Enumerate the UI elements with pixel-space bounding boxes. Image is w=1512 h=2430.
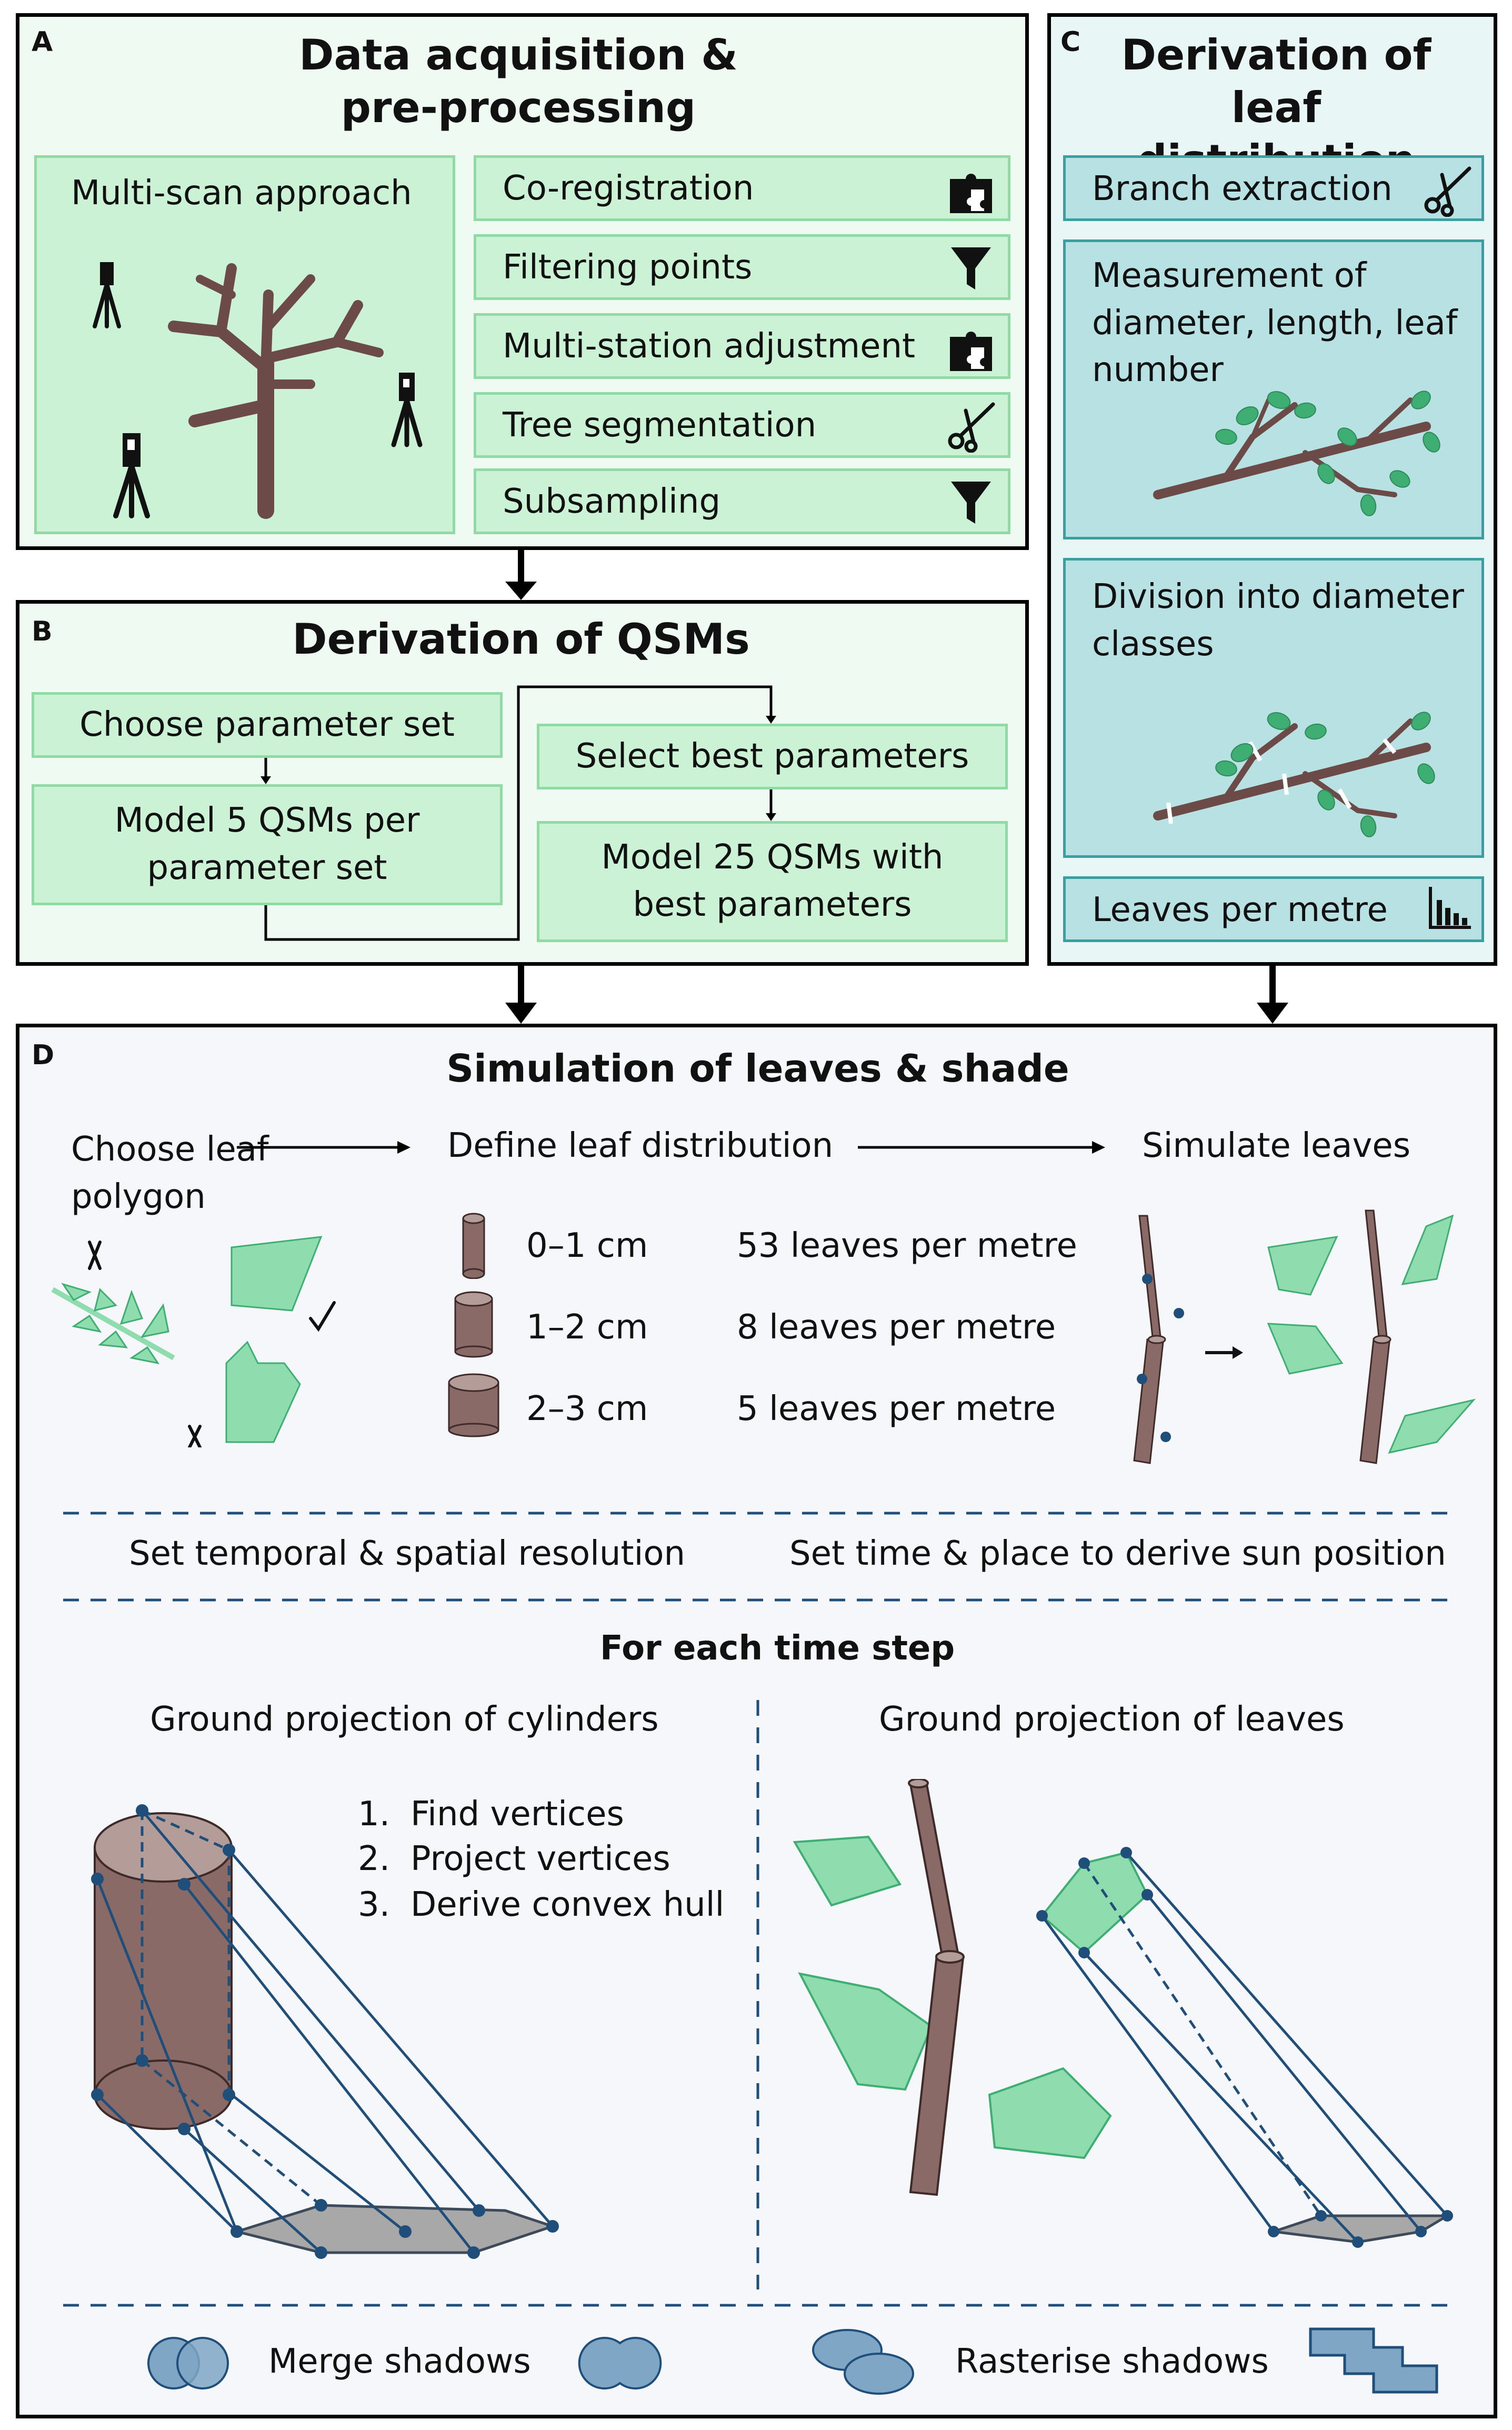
division-box (1063, 558, 1484, 858)
step-number: 2. (358, 1839, 390, 1878)
puzzle-icon (950, 332, 992, 371)
cylinder-projection-illustration (91, 1804, 559, 2259)
step-tree-segmentation: Tree segmentation (474, 392, 1010, 458)
choose-leaf-polygon-label: Choose leaf polygon (71, 1130, 269, 1216)
step-number: 1. (358, 1795, 390, 1834)
multi-scan-label: Multi-scan approach (71, 174, 412, 213)
tree-scanners-illustration (93, 262, 423, 519)
overlapping-shadows-icon (147, 2337, 229, 2389)
for-each-time-step-label: For each time step (600, 1629, 955, 1668)
panel-d-letter: D (32, 1039, 55, 1071)
scissors-icon (1424, 166, 1471, 217)
cylinder-small-icon (462, 1213, 485, 1279)
branch-diameter-classes-illustration (1153, 712, 1435, 837)
step-subsampling: Subsampling (474, 468, 1010, 534)
ellipse-shadows-icon (812, 2329, 914, 2395)
class-range: 2–3 cm (526, 1389, 648, 1428)
step-number: 3. (358, 1885, 390, 1924)
ground-projection-leaves-label: Ground projection of leaves (879, 1700, 1345, 1739)
leaves-per-metre-box: Leaves per metre (1063, 876, 1484, 942)
class-count: 5 leaves per metre (737, 1389, 1056, 1428)
class-count: 53 leaves per metre (737, 1226, 1077, 1265)
step-filtering-points: Filtering points (474, 234, 1010, 300)
puzzle-icon (950, 174, 992, 213)
panel-d-title: Simulation of leaves & shade (446, 1046, 1069, 1091)
class-count: 8 leaves per metre (737, 1308, 1056, 1347)
branch-extraction-box: Branch extraction (1063, 155, 1484, 221)
cylinder-medium-icon (454, 1291, 493, 1358)
set-time-place-label: Set time & place to derive sun position (789, 1534, 1446, 1573)
cylinder-large-icon (448, 1373, 499, 1437)
branch-extraction-label: Branch extraction (1092, 169, 1393, 208)
scissors-icon (948, 402, 995, 453)
select-best-parameters-box: Select best parameters (537, 724, 1008, 789)
merge-shadows-label: Merge shadows (268, 2342, 531, 2381)
leaf-polygon-options-illustration (51, 1236, 336, 1447)
step-co-registration: Co-registration (474, 155, 1010, 221)
leaves-per-metre-label: Leaves per metre (1092, 891, 1388, 929)
panel-b-title: Derivation of QSMs (292, 615, 750, 664)
filter-icon (951, 247, 991, 289)
step-text: Find vertices (410, 1795, 624, 1834)
branch-with-leaves-illustration (1153, 391, 1440, 516)
define-leaf-distribution-label: Define leaf distribution (447, 1126, 834, 1165)
rasterise-shadows-label: Rasterise shadows (955, 2342, 1269, 2381)
model-25-qsms-box: Model 25 QSMs with best parameters (537, 821, 1008, 942)
panel-a-letter: A (32, 26, 53, 58)
ground-projection-cylinders-label: Ground projection of cylinders (150, 1700, 659, 1739)
model-5-qsms-box: Model 5 QSMs per parameter set (32, 784, 503, 905)
measurement-box (1063, 239, 1484, 539)
panel-c-letter: C (1060, 26, 1081, 58)
class-range: 0–1 cm (526, 1226, 648, 1265)
leaf-projection-illustration (793, 1779, 1453, 2248)
step-label: Tree segmentation (503, 405, 817, 445)
step-label: Subsampling (503, 482, 721, 521)
simulate-leaves-illustration (1133, 1209, 1476, 1464)
panel-a-title: Data acquisition & pre-processing (299, 31, 738, 132)
panel-b-letter: B (32, 616, 53, 647)
class-range: 1–2 cm (526, 1308, 648, 1347)
model-25-qsms-label: Model 25 QSMs with best parameters (601, 838, 944, 924)
histogram-icon (1429, 887, 1471, 929)
raster-shadow-icon (1309, 2327, 1438, 2394)
step-text: Derive convex hull (410, 1885, 725, 1924)
choose-parameter-set-box: Choose parameter set (32, 692, 503, 758)
simulate-leaves-label: Simulate leaves (1142, 1126, 1411, 1165)
step-multi-station-adjustment: Multi-station adjustment (474, 313, 1010, 379)
step-label: Multi-station adjustment (503, 326, 916, 366)
filter-icon (951, 482, 991, 524)
step-text: Project vertices (410, 1839, 670, 1878)
step-label: Co-registration (503, 168, 754, 208)
measurement-label: Measurement of diameter, length, leaf nu… (1092, 256, 1458, 390)
step-label: Filtering points (503, 247, 753, 287)
set-resolution-label: Set temporal & spatial resolution (129, 1534, 686, 1573)
select-best-parameters-label: Select best parameters (575, 736, 969, 776)
division-label: Division into diameter classes (1092, 577, 1464, 664)
merged-shadow-icon (578, 2337, 662, 2389)
choose-parameter-set-label: Choose parameter set (79, 705, 455, 744)
model-5-qsms-label: Model 5 QSMs per parameter set (114, 801, 420, 887)
